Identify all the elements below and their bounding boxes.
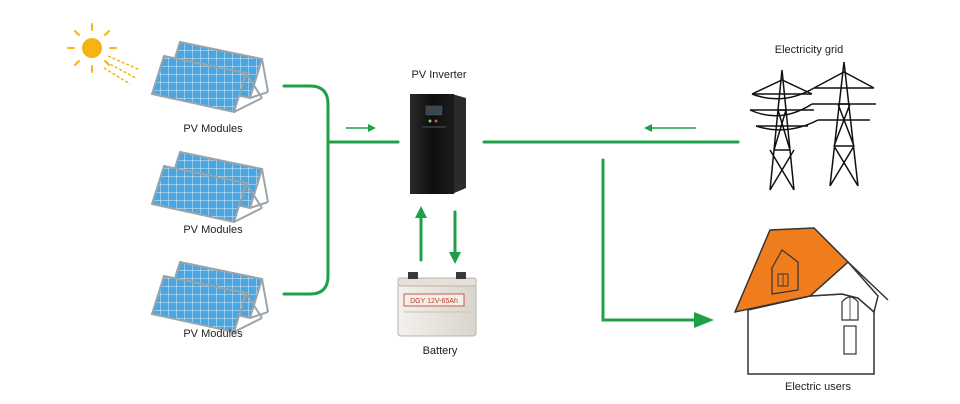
- inverter-to-users-line: [601, 158, 696, 322]
- arrow-up-icon: [415, 206, 427, 218]
- inverter-icon: [410, 94, 466, 194]
- house-icon: [733, 227, 889, 375]
- solar-panel-icon: [151, 151, 269, 223]
- solar-panel-icon: [151, 41, 269, 113]
- solar-panel-icon: [151, 261, 269, 333]
- battery-label: Battery: [423, 345, 458, 357]
- pv-modules-label-2: PV Modules: [183, 224, 243, 236]
- flow-lines: [282, 84, 740, 322]
- arrow-left-small-icon: [644, 124, 652, 132]
- sun-icon: [67, 23, 141, 85]
- pv-combiner-line: [282, 84, 330, 296]
- electricity-grid-label: Electricity grid: [775, 44, 843, 56]
- arrow-right-small-icon: [368, 124, 376, 132]
- battery-icon: DGY 12V-65Ah: [397, 272, 477, 337]
- arrow-right-icon: [694, 312, 714, 328]
- electric-users-label: Electric users: [785, 381, 852, 393]
- arrow-down-icon: [449, 252, 461, 264]
- battery-brand-text: DGY 12V-65Ah: [410, 298, 458, 305]
- pv-modules-label-1: PV Modules: [183, 123, 243, 135]
- pv-inverter-label: PV Inverter: [411, 69, 466, 81]
- transmission-tower-icon: [749, 61, 876, 191]
- pv-modules-label-3: PV Modules: [183, 328, 243, 340]
